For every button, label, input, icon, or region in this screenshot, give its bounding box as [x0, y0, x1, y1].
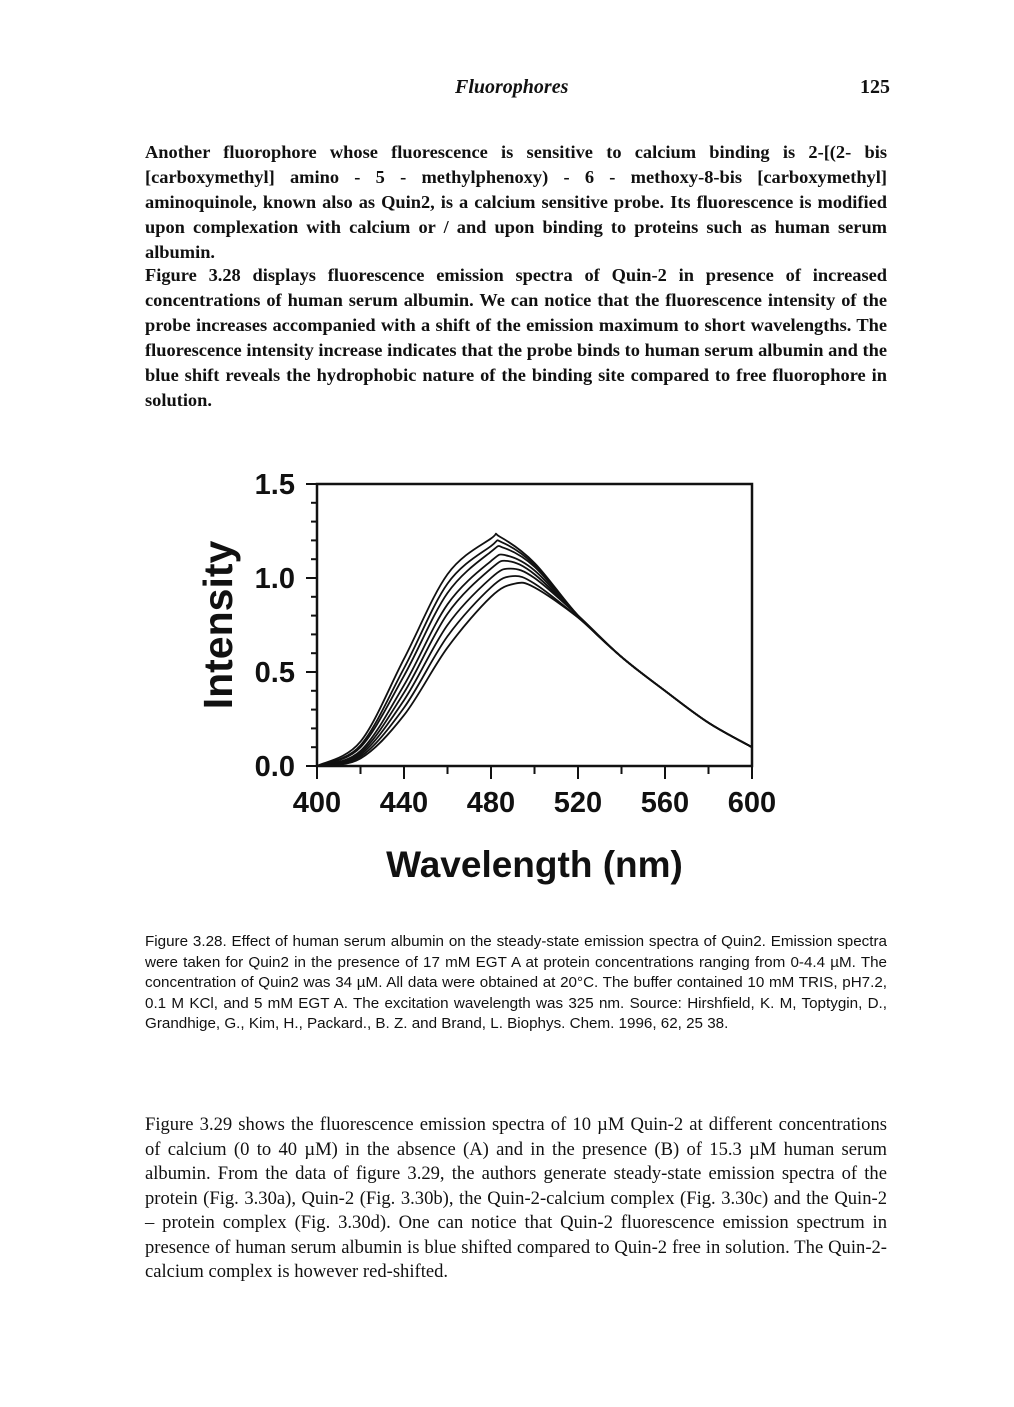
- x-tick-label: 600: [728, 787, 776, 819]
- y-tick-label: 0.0: [255, 751, 295, 783]
- body-paragraph-1: Another fluorophore whose fluorescence i…: [145, 142, 887, 262]
- axis-labels: 400 440 480 520 560 600 0.0 0.5 1.0 1.5Wavelength…: [195, 469, 776, 885]
- y-tick-label: 1.0: [255, 563, 295, 595]
- x-tick-label: 400: [293, 787, 341, 819]
- spectrum-line-8: [316, 581, 753, 767]
- x-axis-label: Wavelength (nm): [386, 844, 683, 885]
- y-tick-label: 0.5: [255, 657, 295, 689]
- running-title: Fluorophores: [455, 76, 569, 98]
- y-axis-label: Intensity: [195, 541, 241, 710]
- running-head: Fluorophores 125: [0, 70, 1014, 110]
- spectrum-line-4: [316, 553, 753, 767]
- x-tick-label: 480: [467, 787, 515, 819]
- x-tick-label: 560: [641, 787, 689, 819]
- body-paragraph-3: Figure 3.29 shows the fluorescence emiss…: [145, 1114, 887, 1282]
- chart-axes: [306, 482, 754, 779]
- spectrum-line-7: [316, 575, 753, 767]
- y-tick-label: 1.5: [255, 469, 295, 501]
- series-layer: [316, 532, 753, 767]
- x-tick-label: 520: [554, 787, 602, 819]
- x-tick-label: 440: [380, 787, 428, 819]
- body-paragraph-2: Figure 3.28 displays fluorescence emissi…: [145, 265, 887, 410]
- page-number: 125: [860, 76, 890, 98]
- figure-caption: Figure 3.28. Effect of human serum album…: [145, 933, 887, 1032]
